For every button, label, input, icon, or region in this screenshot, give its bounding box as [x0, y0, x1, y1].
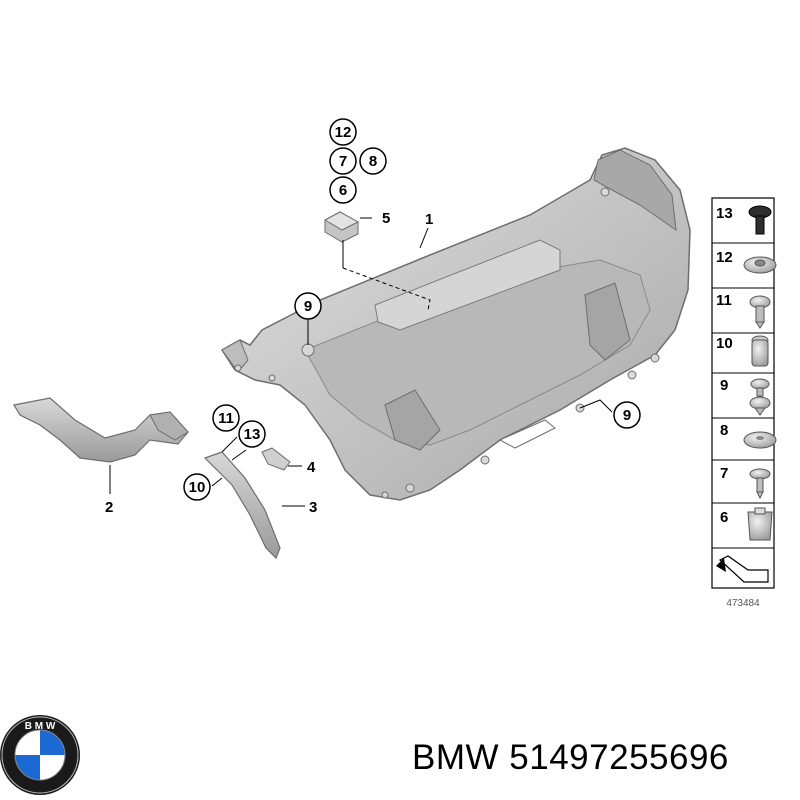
svg-text:1: 1 [425, 211, 433, 228]
clip-nut [323, 211, 360, 243]
svg-text:9: 9 [304, 298, 312, 315]
clip-nut-6-icon [747, 507, 773, 541]
callout-11: 11 [212, 404, 240, 432]
legend-label-6: 6 [720, 509, 728, 526]
svg-text:B M W: B M W [25, 721, 56, 732]
screw-7-icon [749, 468, 771, 500]
svg-text:6: 6 [339, 182, 347, 199]
svg-text:7: 7 [339, 153, 347, 170]
bmw-logo: B M W [0, 715, 80, 795]
legend-label-7: 7 [720, 465, 728, 482]
diagram-ref-code: 473484 [726, 598, 760, 609]
clip-9-icon [749, 378, 771, 416]
legend-label-12: 12 [716, 249, 733, 266]
screw-11-icon [749, 295, 771, 329]
callout-7-top: 7 [329, 147, 357, 175]
callout-3-label: 3 [309, 499, 317, 516]
legend-label-13: 13 [716, 205, 733, 222]
svg-text:11: 11 [218, 410, 234, 427]
svg-text:9: 9 [623, 407, 631, 424]
callout-9-right: 9 [613, 401, 641, 429]
washer-12-icon [743, 256, 777, 274]
callout-9-left: 9 [294, 292, 322, 320]
callout-6-top: 6 [329, 176, 357, 204]
callout-4-label: 4 [307, 459, 316, 476]
legend-label-10: 10 [716, 335, 733, 352]
legend-label-11: 11 [716, 292, 732, 309]
callout-1-label: 1 [425, 211, 433, 228]
part-number: 51497255696 [509, 738, 729, 777]
callout-5-label: 5 [382, 210, 390, 227]
svg-text:5: 5 [382, 210, 390, 227]
callout-8-top: 8 [359, 147, 387, 175]
brand-name: BMW [412, 738, 500, 777]
part-number-caption: BMW 51497255696 [412, 738, 729, 778]
legend-label-8: 8 [720, 422, 728, 439]
screw-holes [234, 187, 660, 499]
svg-text:4: 4 [307, 459, 316, 476]
clip-8-icon [743, 431, 777, 449]
rivet-13-icon [748, 205, 772, 235]
curved-trim-strip [203, 451, 281, 560]
fastener-legend: 13 12 11 10 9 8 7 6 [711, 197, 777, 609]
callout-12-top: 12 [329, 118, 357, 146]
leader-lines [109, 217, 613, 507]
svg-text:13: 13 [244, 426, 261, 443]
trunk-lid-trim-panel [220, 147, 691, 501]
svg-text:12: 12 [335, 124, 352, 141]
svg-text:8: 8 [369, 153, 377, 170]
svg-text:10: 10 [189, 479, 206, 496]
tool-arrow-icon [716, 555, 769, 583]
expansion-nut-10-icon [751, 335, 769, 367]
small-cover-piece [261, 447, 291, 471]
callout-10: 10 [183, 473, 211, 501]
legend-label-9: 9 [720, 377, 728, 394]
svg-text:3: 3 [309, 499, 317, 516]
callout-13: 13 [238, 420, 266, 448]
left-side-trim [13, 397, 189, 463]
callout-2-label: 2 [105, 499, 113, 516]
svg-text:2: 2 [105, 499, 113, 516]
